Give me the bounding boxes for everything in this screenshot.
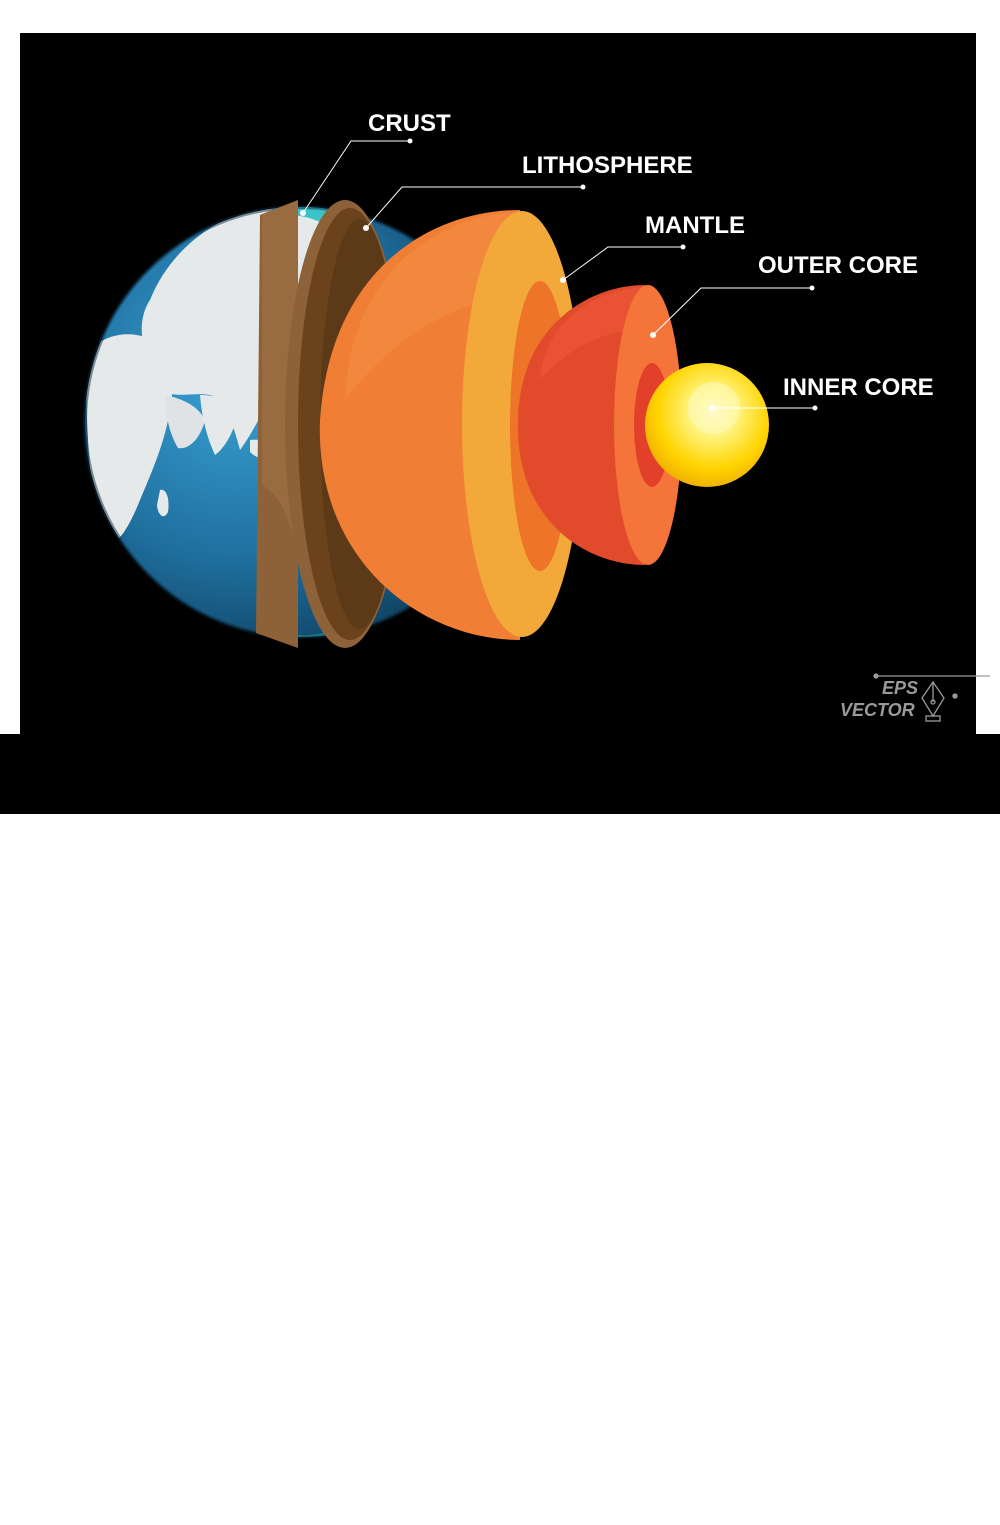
registered-mark: ® bbox=[203, 1492, 213, 1507]
label-outer-core: OUTER CORE bbox=[758, 252, 918, 279]
earth-layers-diagram: CRUST LITHOSPHERE MANTLE OUTER CORE INNE… bbox=[20, 33, 990, 734]
brand-logo: VectorStock® bbox=[28, 1486, 213, 1525]
label-mantle: MANTLE bbox=[645, 212, 745, 239]
outer-core-layer bbox=[517, 285, 682, 565]
label-crust: CRUST bbox=[368, 110, 451, 137]
label-inner-core: INNER CORE bbox=[783, 374, 934, 401]
stock-id: VectorStock.com/50138586 bbox=[702, 1496, 972, 1521]
pen-nib-icon bbox=[873, 673, 990, 722]
label-callouts: CRUST LITHOSPHERE MANTLE OUTER CORE INNE… bbox=[300, 110, 934, 411]
footer-bar: VectorStock® VectorStock.com/50138586 bbox=[0, 734, 1000, 1524]
watermark-vector: VECTOR bbox=[840, 700, 915, 720]
inner-core-layer bbox=[645, 363, 769, 487]
label-lithosphere: LITHOSPHERE bbox=[522, 152, 693, 179]
diagram-canvas: CRUST LITHOSPHERE MANTLE OUTER CORE INNE… bbox=[20, 33, 990, 734]
eps-vector-watermark: EPS VECTOR bbox=[840, 673, 990, 722]
watermark-eps: EPS bbox=[882, 678, 918, 698]
brand-name: VectorStock bbox=[28, 1486, 204, 1524]
